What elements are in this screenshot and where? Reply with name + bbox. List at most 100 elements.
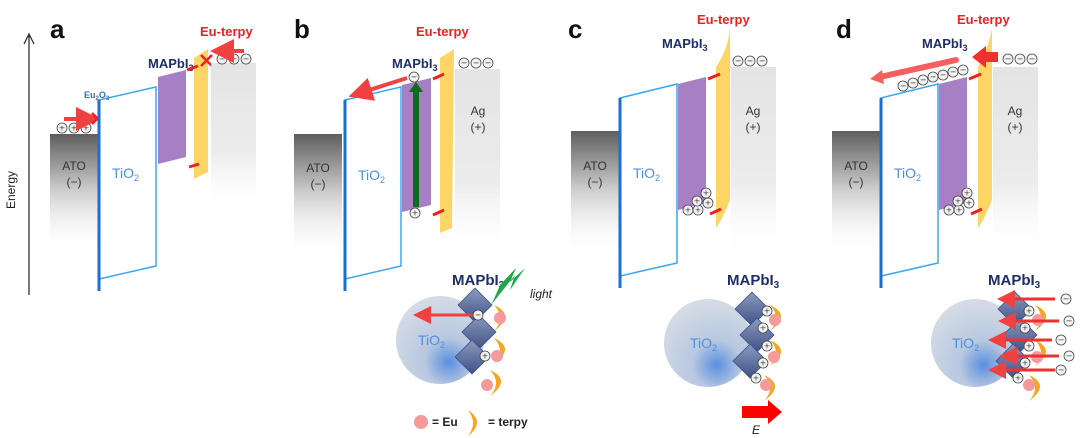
hole-icon	[409, 207, 421, 219]
svg-text:+: +	[956, 206, 963, 215]
inset-electron-arrows	[988, 290, 1059, 379]
eu-level-top	[968, 72, 982, 81]
svg-text:+: +	[71, 124, 78, 133]
eu-terpy-layer	[440, 49, 454, 233]
svg-text:−: −	[735, 57, 742, 66]
mapbi3-holes: + + + + +	[943, 187, 975, 216]
svg-text:−: −	[1063, 295, 1070, 304]
ag-electrons: − − −	[1002, 53, 1038, 65]
terpy-ligands	[764, 305, 781, 401]
svg-text:+: +	[1022, 359, 1029, 368]
svg-text:−: −	[231, 55, 238, 64]
eu-terpy-layer	[978, 28, 992, 228]
svg-text:−: −	[219, 55, 226, 64]
svg-text:−: −	[475, 311, 482, 320]
inset-holes: + + + + +	[750, 305, 773, 384]
svg-text:−: −	[920, 76, 927, 85]
ag-sign: (+)	[746, 120, 761, 134]
svg-text:+: +	[760, 359, 767, 368]
eu-level-bottom	[432, 208, 445, 217]
ag-band	[731, 67, 776, 259]
ag-sign: (+)	[1008, 120, 1023, 134]
panel-d: d ATO (−) TiO2 MAPbI3 − − − − − − − + + …	[832, 12, 1075, 401]
inset-b: TiO2 MAPbI3 light − +	[396, 268, 553, 396]
svg-text:+: +	[764, 307, 771, 316]
ato-sign: (−)	[311, 177, 326, 191]
eu2o3-label: Eu2O3	[84, 90, 110, 102]
electron-icon	[408, 71, 420, 83]
inset-tio2-label: TiO2	[952, 335, 979, 353]
inset-holes: + + + + +	[1012, 305, 1035, 384]
electron-flow-arrow	[877, 57, 959, 80]
tio2-label: TiO2	[894, 165, 921, 183]
svg-text:+: +	[482, 352, 489, 361]
eu-legend-icon	[414, 415, 428, 429]
eu-terpy-label: Eu-terpy	[957, 12, 1011, 27]
ato-holes: + + +	[56, 122, 92, 134]
ag-band	[455, 69, 500, 259]
svg-text:+: +	[1026, 342, 1033, 351]
tio2-label: TiO2	[633, 165, 660, 183]
inset-tio2-label: TiO2	[418, 332, 445, 350]
terpy-legend-label: = terpy	[488, 415, 528, 429]
light-bolt-icon	[491, 268, 525, 305]
panel-letter-c: c	[568, 14, 582, 44]
electron-backflow-arrow-icon	[972, 46, 998, 68]
svg-text:+: +	[685, 206, 692, 215]
excitation-arrowhead-icon	[409, 82, 423, 92]
svg-text:−: −	[900, 82, 907, 91]
eu-level-top	[707, 72, 721, 81]
tio2-band	[344, 86, 402, 280]
ag-electrons: − − −	[216, 53, 252, 65]
terpy-ligands	[1029, 305, 1046, 401]
electron-injection-arrow	[348, 76, 408, 101]
svg-text:−: −	[960, 66, 967, 75]
svg-text:+: +	[966, 199, 973, 208]
terpy-ligands	[490, 305, 505, 396]
svg-text:+: +	[83, 124, 90, 133]
eu-terpy-layer	[194, 49, 208, 179]
ag-label: Ag	[471, 104, 486, 118]
ato-band	[294, 134, 342, 259]
tio2-label: TiO2	[112, 165, 139, 183]
eu-terpy-label: Eu-terpy	[697, 12, 751, 27]
ato-label: ATO	[844, 159, 868, 173]
eu-ions	[481, 312, 506, 391]
eu-level-top	[432, 72, 445, 81]
mapbi3-label: MAPbI3	[922, 36, 967, 53]
panel-b: b ATO (−) TiO2 MAPbI3 − + Eu-terpy Ag (+…	[294, 14, 553, 436]
mapbi3-band	[939, 77, 967, 210]
ato-label: ATO	[306, 161, 330, 175]
ato-sign: (−)	[67, 175, 82, 189]
svg-text:−: −	[1029, 55, 1036, 64]
svg-text:−: −	[243, 55, 250, 64]
svg-text:+: +	[753, 374, 760, 383]
svg-text:−: −	[1066, 317, 1073, 326]
svg-text:+: +	[703, 189, 710, 198]
electric-field-arrow-icon	[742, 400, 782, 424]
ato-sign: (−)	[588, 175, 603, 189]
tio2-band	[98, 86, 157, 280]
ag-label: Ag	[1008, 104, 1023, 118]
eu-legend-label: = Eu	[432, 415, 458, 429]
eu-level-bottom	[970, 207, 983, 216]
ag-sign: (+)	[471, 120, 486, 134]
panel-letter-a: a	[50, 14, 65, 44]
tio2-nanoparticle	[664, 299, 752, 387]
svg-text:+: +	[695, 206, 702, 215]
svg-text:+: +	[705, 199, 712, 208]
svg-text:−: −	[461, 59, 468, 68]
svg-text:+: +	[1026, 307, 1033, 316]
energy-arrowhead-icon	[23, 32, 35, 45]
eu-level-bottom	[709, 207, 722, 216]
inset-c: TiO2 MAPbI3 + + + + +	[664, 272, 782, 437]
energy-axis-label: Energy	[4, 171, 18, 209]
svg-text:−: −	[1017, 55, 1024, 64]
svg-text:−: −	[473, 59, 480, 68]
ato-sign: (−)	[849, 175, 864, 189]
svg-text:+: +	[59, 124, 66, 133]
tio2-electrons: − − − − − − −	[897, 64, 969, 92]
ag-electrons: − − −	[732, 55, 768, 67]
legend: = Eu = terpy	[414, 410, 528, 436]
